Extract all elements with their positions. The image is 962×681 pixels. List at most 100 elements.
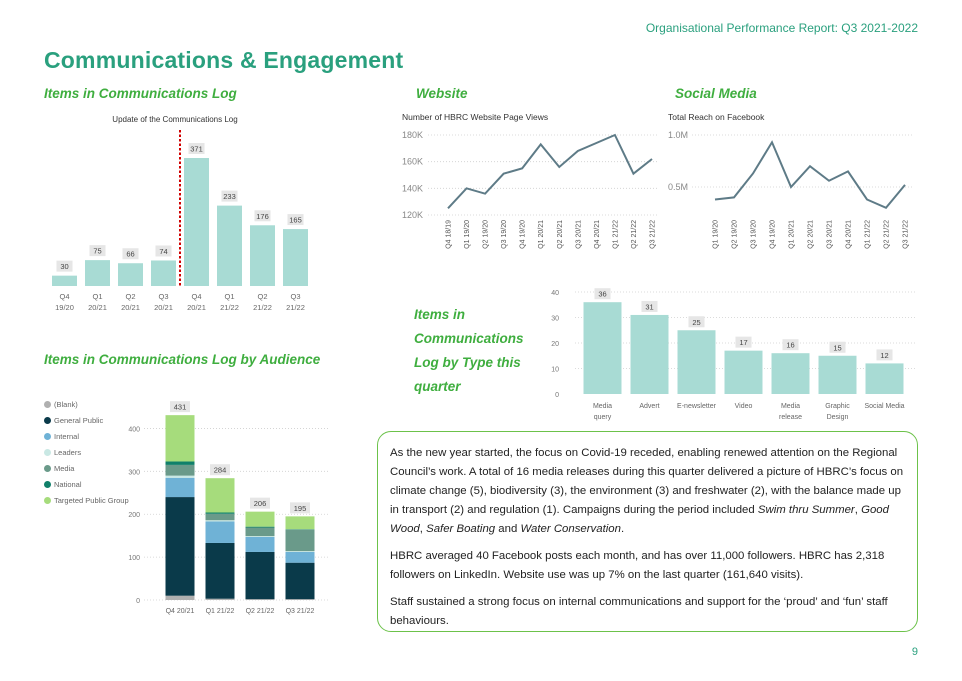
- y-tick-label: 300: [128, 469, 140, 476]
- separator: .: [620, 523, 625, 535]
- tick-label: Media: [593, 403, 612, 410]
- x-tick-label: Q2 20/21: [808, 220, 815, 249]
- data-label: 12: [880, 351, 888, 360]
- tick-label: E-newsletter: [677, 403, 717, 410]
- tick-label: 20/21: [121, 303, 140, 312]
- data-label-bg: [876, 349, 893, 361]
- separator: ,: [854, 504, 862, 516]
- y-tick-label: 120K: [402, 210, 423, 220]
- legend-swatch: [44, 400, 51, 408]
- bar: [630, 314, 669, 394]
- bar: [52, 275, 77, 286]
- x-tick-label: Q1 21/22: [612, 220, 619, 249]
- data-label: 233: [223, 192, 236, 201]
- data-label: 431: [174, 403, 187, 412]
- x-tick-label: Q3 21/22: [903, 220, 910, 249]
- stacked-bar-segment: [165, 477, 195, 498]
- tick-label: 21/22: [286, 303, 305, 312]
- stacked-bar-segment: [205, 478, 235, 513]
- x-tick-label: Q1 20/21: [789, 220, 796, 249]
- tick-label: 19/20: [55, 303, 74, 312]
- tick-label: 20/21: [88, 303, 107, 312]
- stacked-bar-segment: [205, 598, 235, 600]
- tick-label: Q3: [158, 292, 168, 301]
- stacked-bar-segment: [285, 551, 315, 563]
- tick-label: Media: [781, 403, 800, 410]
- tick-label: Q1: [224, 292, 234, 301]
- stacked-bar-segment: [245, 527, 275, 537]
- data-label: 74: [159, 247, 167, 256]
- stacked-bar-segment: [245, 536, 275, 537]
- tick-label: Q1: [92, 292, 102, 301]
- legend-label: General Public: [54, 415, 104, 425]
- tick-label: 21/22: [253, 303, 272, 312]
- stacked-bar-segment: [205, 513, 235, 521]
- stacked-bar-segment: [285, 599, 315, 600]
- tick-label: Graphic: [825, 403, 850, 410]
- y-tick-label: 0: [555, 392, 559, 399]
- tick-label: 20/21: [154, 303, 173, 312]
- x-tick-label: Q4 19/20: [770, 220, 777, 249]
- y-tick-label: 10: [551, 367, 559, 374]
- data-label: 195: [294, 504, 307, 513]
- tick-label: release: [779, 414, 802, 421]
- data-label: 165: [289, 216, 302, 225]
- data-label: 25: [692, 318, 700, 327]
- data-label: 15: [833, 343, 841, 352]
- tick-label: Q2: [125, 292, 135, 301]
- stacked-bar-segment: [205, 512, 235, 514]
- data-label-bg: [155, 245, 172, 257]
- data-label-bg: [290, 502, 310, 514]
- stacked-bar-segment: [165, 415, 195, 462]
- tick-label: Social Media: [864, 403, 904, 410]
- data-label: 36: [598, 290, 606, 299]
- bar: [583, 302, 622, 394]
- x-tick-label: Q4 20/21: [594, 220, 601, 249]
- y-tick-label: 30: [551, 316, 559, 323]
- stacked-bar-segment: [165, 464, 195, 476]
- y-tick-label: 0: [136, 598, 140, 605]
- data-label: 66: [126, 250, 134, 259]
- tick-label: Q1 21/22: [206, 608, 235, 615]
- legend-item: (Blank): [44, 396, 129, 412]
- legend-label: National: [54, 479, 82, 489]
- legend-swatch: [44, 496, 51, 504]
- bar: [85, 260, 110, 286]
- tick-label: 20/21: [187, 303, 206, 312]
- legend-item: Leaders: [44, 444, 129, 460]
- y-tick-label: 400: [128, 426, 140, 433]
- y-tick-label: 20: [551, 341, 559, 348]
- tick-label: Q2 21/22: [246, 608, 275, 615]
- stacked-bar-segment: [285, 529, 315, 552]
- y-tick-label: 180K: [402, 130, 423, 140]
- bar: [184, 158, 209, 286]
- separator: ,: [419, 523, 427, 535]
- legend-item: Media: [44, 460, 129, 476]
- data-label-bg: [829, 341, 846, 353]
- section-title-audience: Items in Communications Log by Audience: [44, 352, 321, 367]
- tick-label: Q2: [257, 292, 267, 301]
- tick-label: Q3 21/22: [286, 608, 315, 615]
- stacked-bar-segment: [245, 551, 275, 600]
- section-title-social: Social Media: [675, 86, 757, 101]
- stacked-bar-segment: [165, 497, 195, 596]
- bar: [250, 225, 275, 286]
- legend-label: (Blank): [54, 399, 78, 409]
- legend-swatch: [44, 448, 51, 456]
- data-label-bg: [170, 401, 190, 413]
- stacked-bar-segment: [205, 520, 235, 522]
- x-tick-label: Q2 20/21: [557, 220, 564, 249]
- data-label: 31: [645, 302, 653, 311]
- data-label: 75: [93, 247, 101, 256]
- tick-label: Q3: [290, 292, 300, 301]
- data-label-bg: [56, 260, 73, 272]
- bar: [283, 229, 308, 286]
- legend-label: Leaders: [54, 447, 82, 457]
- data-label: 284: [214, 466, 227, 475]
- data-label-bg: [221, 190, 238, 202]
- summary-textbox: As the new year started, the focus on Co…: [377, 431, 918, 632]
- data-label: 16: [786, 341, 794, 350]
- legend-label: Media: [54, 463, 75, 473]
- y-tick-label: 0.5M: [668, 182, 688, 192]
